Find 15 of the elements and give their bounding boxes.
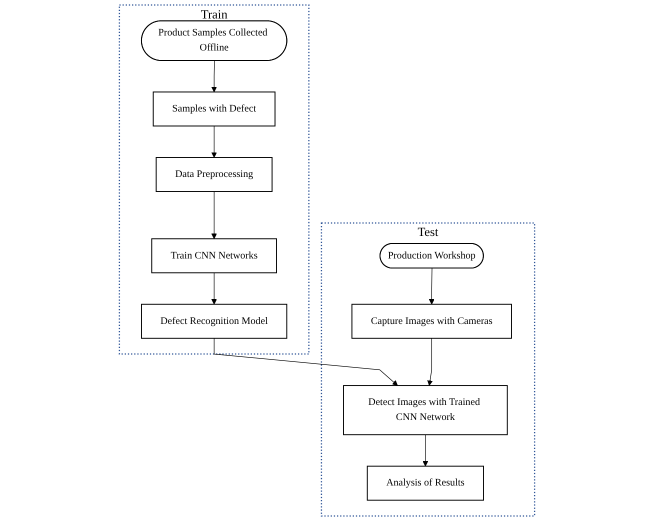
arrow — [211, 272, 217, 305]
arrow — [422, 434, 428, 466]
arrow — [427, 338, 433, 386]
node-box: Capture Images with Cameras — [351, 304, 512, 339]
arrow — [211, 191, 217, 240]
arrow — [211, 126, 217, 158]
node-box: Defect Recognition Model — [141, 304, 288, 339]
arrow — [211, 60, 217, 92]
node-box: Detect Images with Trained CNN Network — [343, 385, 508, 436]
arrow — [214, 338, 398, 386]
node-box: Samples with Defect — [152, 92, 276, 126]
node-box: Data Preprocessing — [156, 157, 273, 192]
node-box: Train CNN Networks — [151, 238, 277, 274]
arrow — [428, 268, 434, 305]
node-box: Analysis of Results — [366, 466, 484, 501]
